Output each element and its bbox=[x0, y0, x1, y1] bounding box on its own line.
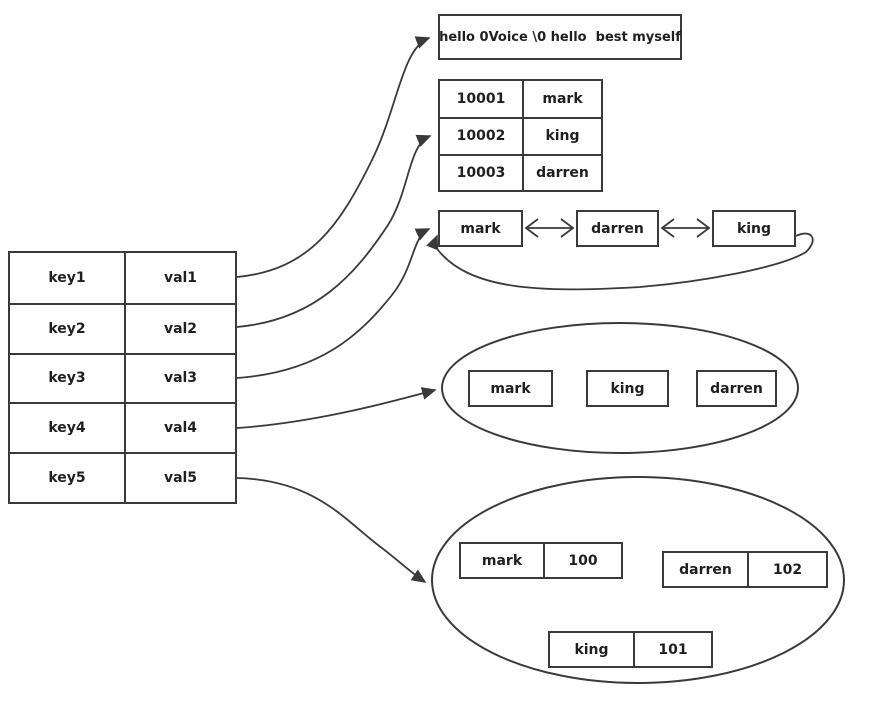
arrow-key1-to-string bbox=[237, 36, 431, 277]
kv-cell-val1: val1 bbox=[124, 253, 235, 303]
arrow-key3-to-list bbox=[237, 229, 431, 378]
hash-cell-field1: 10001 bbox=[456, 91, 506, 108]
arrow-key4-to-set bbox=[237, 387, 437, 428]
kv-cell-val4: val4 bbox=[124, 402, 235, 453]
kv-cell-key4: key4 bbox=[10, 402, 124, 452]
kv-cell-key1: key1 bbox=[48, 269, 86, 286]
list-node-king: king bbox=[712, 210, 796, 247]
zset-darren-name: darren bbox=[679, 561, 732, 578]
set-member-king: king bbox=[586, 370, 669, 407]
set-member-mark: mark bbox=[468, 370, 553, 407]
set-ellipse bbox=[442, 323, 798, 453]
arrow-key2-to-hash bbox=[237, 134, 432, 327]
double-arrow-darren-king bbox=[662, 219, 709, 237]
hash-cell-value1: mark bbox=[522, 81, 601, 118]
kv-table: key1 val1 key2 val2 key3 val3 key4 val4 … bbox=[8, 251, 237, 504]
zset-king-score: 101 bbox=[633, 633, 711, 666]
hash-cell-field2: 10002 bbox=[440, 117, 522, 153]
kv-cell-val2: val2 bbox=[124, 302, 235, 353]
hash-table: 10001 mark 10002 king 10003 darren bbox=[438, 79, 603, 192]
list-node-darren: darren bbox=[576, 210, 659, 247]
kv-cell-val3: val3 bbox=[124, 352, 235, 403]
kv-cell-val5: val5 bbox=[124, 452, 235, 502]
hash-cell-value2: king bbox=[522, 117, 601, 154]
sorted-set-ellipse bbox=[432, 477, 844, 683]
zset-member-darren: darren 102 bbox=[662, 551, 828, 588]
zset-king-name: king bbox=[574, 641, 609, 658]
arrow-key5-to-sorted-set bbox=[237, 478, 427, 583]
kv-cell-key5: key5 bbox=[10, 452, 124, 502]
list-node-mark: mark bbox=[438, 210, 523, 247]
zset-member-king: king 101 bbox=[548, 631, 713, 668]
zset-mark-name: mark bbox=[481, 552, 523, 569]
string-value-box: hello 0Voice \0 hello best myself bbox=[438, 14, 682, 60]
zset-member-mark: mark 100 bbox=[459, 542, 623, 579]
kv-cell-key3: key3 bbox=[10, 352, 124, 403]
list-loop-curve bbox=[426, 234, 813, 290]
kv-cell-key2: key2 bbox=[10, 302, 124, 353]
hash-cell-value3: darren bbox=[522, 153, 601, 190]
hash-cell-field3: 10003 bbox=[440, 153, 522, 190]
set-member-darren: darren bbox=[696, 370, 777, 407]
double-arrow-mark-darren bbox=[526, 219, 573, 237]
zset-mark-score: 100 bbox=[543, 544, 621, 577]
zset-darren-score: 102 bbox=[747, 553, 826, 586]
